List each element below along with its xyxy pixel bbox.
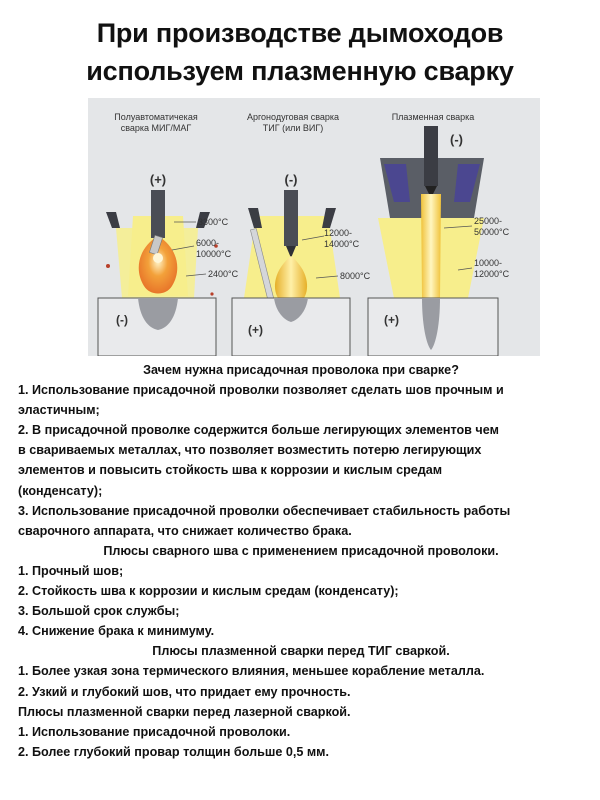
tig-leader (315, 275, 339, 279)
mig-leader (185, 273, 207, 277)
mig-arc (138, 236, 178, 294)
article-body: Зачем нужна присадочная проволока при св… (18, 360, 584, 762)
mig-temp-outer: 2400°C (208, 269, 239, 279)
answer-2-line-2: в свариваемых металлах, что позволяет во… (18, 443, 482, 458)
plasma-vs-laser-pro-2: 2. Более глубокий провар толщин больше 0… (18, 744, 329, 759)
welding-diagram-svg: Полуавтоматичекая сварка МИГ/МАГ (+) (-)… (88, 98, 540, 356)
welding-comparison-diagram: Полуавтоматичекая сварка МИГ/МАГ (+) (-)… (88, 98, 540, 356)
tig-work-polarity: (+) (248, 323, 263, 337)
tig-electrode-tip (286, 246, 296, 258)
plasma-electrode (424, 126, 438, 186)
title-line-1: При производстве дымоходов (96, 18, 504, 48)
filler-wire-pro-1: 1. Прочный шов; (18, 563, 124, 578)
mig-wire-guide (151, 190, 165, 238)
answer-3-line-1: 3. Использование присадочной проволки об… (18, 503, 511, 518)
plasma-temp-core-line-1: 25000- (474, 216, 502, 226)
tig-leader (301, 235, 325, 241)
mig-spatter (210, 292, 214, 296)
mig-panel: Полуавтоматичекая сварка МИГ/МАГ (+) (-)… (97, 112, 239, 356)
mig-work-polarity: (-) (116, 313, 128, 327)
answer-3-line-2: сварочного аппарата, что снижает количес… (18, 523, 352, 538)
mig-leader (171, 245, 195, 251)
answer-2-line-4: (конденсату); (18, 483, 103, 498)
tig-temp-core-line-2: 14000°C (324, 239, 360, 249)
tig-temp-core-line-1: 12000- (324, 228, 352, 238)
tig-electrode-polarity: (-) (285, 172, 298, 187)
plasma-vs-laser-heading: Плюсы плазменной сварки перед лазерной с… (18, 704, 351, 719)
answer-1-line-1: 1. Использование присадочной проволки по… (18, 383, 504, 398)
mig-nozzle-left (106, 212, 120, 228)
mig-spatter (214, 244, 218, 248)
plasma-temp-outer-line-2: 12000°C (474, 269, 510, 279)
answer-2-line-1: 2. В присадочной проволке содержится бол… (18, 423, 499, 438)
mig-droplet (153, 253, 163, 263)
filler-wire-pro-4: 4. Снижение брака к минимуму. (18, 624, 215, 639)
mig-temp-core-line-1: 6000- (196, 238, 219, 248)
plasma-nozzle-right (454, 164, 480, 202)
plasma-vs-tig-pro-2: 2. Узкий и глубокий шов, что придает ему… (18, 684, 351, 699)
tig-nozzle-right (322, 208, 336, 228)
title-line-2: используем плазменную сварку (86, 56, 514, 86)
plasma-leader (457, 267, 473, 271)
plasma-work-polarity: (+) (384, 313, 399, 327)
tig-panel: Аргонодуговая сварка ТИГ (или ВИГ) (-) (… (231, 112, 371, 356)
mig-temp-core-line-2: 10000°C (196, 249, 232, 259)
filler-wire-question-heading: Зачем нужна присадочная проволока при св… (143, 363, 459, 377)
plasma-electrode-tip (425, 186, 437, 198)
page-title: При производстве дымоходов используем пл… (0, 14, 600, 90)
mig-label-line-1: Полуавтоматичекая (114, 112, 198, 122)
mig-spatter (106, 264, 110, 268)
mig-wire (149, 234, 163, 256)
plasma-vs-tig-pro-1: 1. Более узкая зона термического влияния… (18, 664, 485, 679)
mig-temp-arc: 3300°C (198, 217, 229, 227)
tig-electrode-holder (284, 190, 298, 246)
plasma-vs-laser-pro-1: 1. Использование присадочной проволоки. (18, 724, 291, 739)
plasma-vs-tig-heading: Плюсы плазменной сварки перед ТИГ сварко… (152, 644, 450, 659)
tig-label-line-2: ТИГ (или ВИГ) (263, 123, 324, 133)
plasma-electrode-polarity: (-) (450, 132, 463, 147)
filler-wire-pro-3: 3. Большой срок службы; (18, 604, 180, 619)
plasma-label: Плазменная сварка (392, 112, 475, 122)
answer-1-line-2: эластичным; (18, 403, 100, 418)
plasma-nozzle-left (384, 164, 410, 202)
tig-weld-pool (274, 298, 308, 322)
mig-weld-pool (138, 298, 178, 330)
tig-arc (274, 256, 308, 298)
tig-temp-outer: 8000°C (340, 271, 371, 281)
tig-label-line-1: Аргонодуговая сварка (247, 112, 339, 122)
plasma-arc-column (421, 194, 441, 298)
answer-2-line-3: элементов и повысить стойкость шва к кор… (18, 463, 443, 478)
tig-nozzle-left (248, 208, 262, 228)
mig-nozzle-right (196, 212, 210, 228)
mig-electrode-polarity: (+) (150, 172, 166, 187)
plasma-temp-outer-line-1: 10000- (474, 258, 502, 268)
plasma-keyhole (422, 298, 440, 350)
filler-wire-pro-2: 2. Стойкость шва к коррозии и кислым сре… (18, 584, 399, 599)
filler-wire-pros-heading: Плюсы сварного шва с применением присадо… (103, 543, 499, 558)
plasma-temp-core-line-2: 50000°C (474, 227, 510, 237)
plasma-panel: Плазменная сварка (-) (+) 25000- 50000°C… (367, 112, 510, 356)
plasma-leader (443, 225, 473, 229)
mig-label-line-2: сварка МИГ/МАГ (121, 123, 192, 133)
